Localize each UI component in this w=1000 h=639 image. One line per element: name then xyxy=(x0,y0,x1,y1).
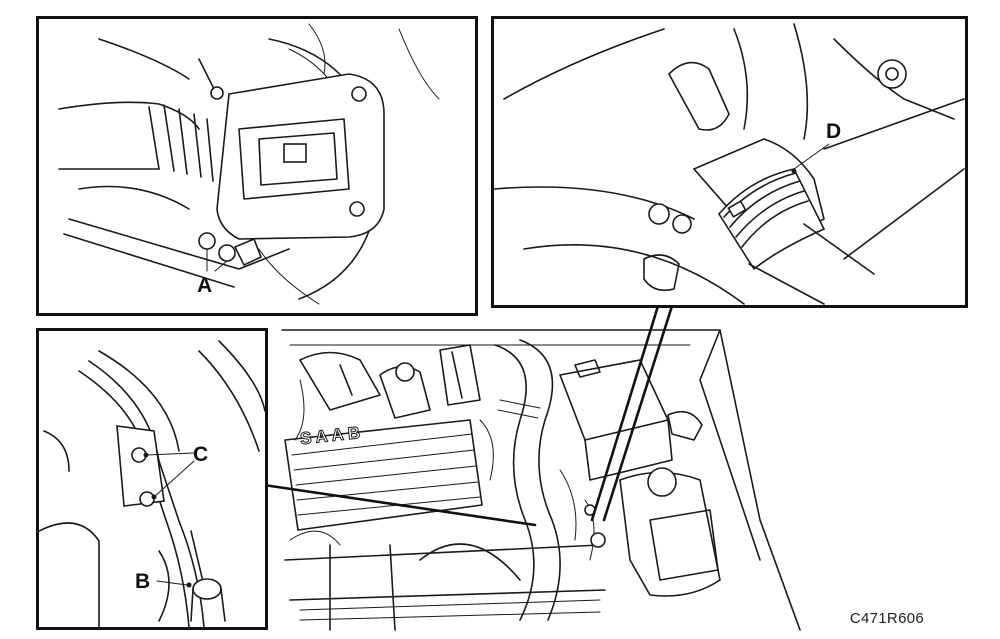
detail-panel-brake-line: C B xyxy=(36,328,268,630)
brake-line-drawing xyxy=(39,340,265,627)
caliper-drawing xyxy=(58,23,440,305)
hose-clamp-drawing xyxy=(494,23,965,305)
figure-code: C471R606 xyxy=(849,610,924,627)
detail-panel-caliper: A xyxy=(36,16,478,316)
callout-b: B xyxy=(135,570,151,593)
callout-a: A xyxy=(197,274,213,297)
callout-d: D xyxy=(826,120,842,143)
detail-panel-hose-clamp: D xyxy=(491,16,968,308)
callout-c: C xyxy=(193,443,209,466)
